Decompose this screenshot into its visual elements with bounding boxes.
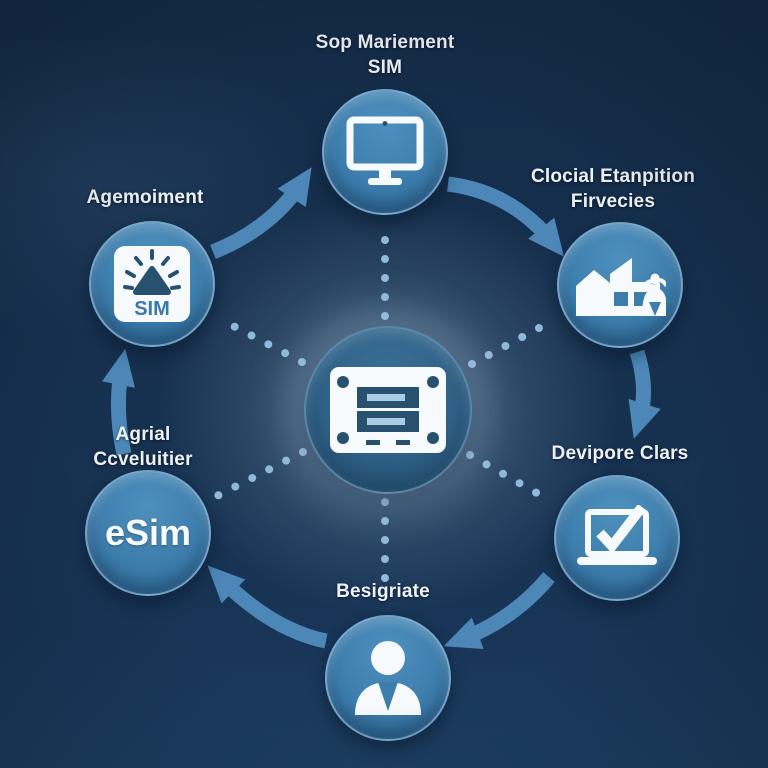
node-top	[322, 89, 448, 215]
server-card-icon	[330, 367, 446, 453]
hub-node	[304, 326, 472, 494]
label-bottom-line1: Besigriate	[336, 581, 430, 602]
node-bottom	[325, 615, 451, 741]
label-upper-right: Clocial Etanpition Firvecies	[531, 164, 695, 214]
label-lower-right: Devipore Clars	[552, 441, 689, 466]
label-top: Sop Mariement SIM	[316, 30, 455, 80]
label-upper-left: Agemoiment	[86, 185, 203, 210]
node-upper-right	[557, 222, 683, 348]
arrow-bottom-to-lowerleft	[207, 565, 328, 649]
dotted-spoke-upper-left	[216, 315, 306, 366]
label-bottom: Besigriate	[336, 579, 430, 604]
node-lower-right	[554, 475, 680, 601]
label-lower-left-line1: Agrial	[115, 424, 171, 445]
arrow-lowerright-to-bottom	[443, 572, 555, 650]
desktop-monitor-icon	[346, 116, 424, 185]
dotted-spoke-upper-right	[468, 317, 556, 368]
esim-label: eSim	[104, 512, 192, 553]
arrow-upperright-to-lowerright	[628, 349, 661, 439]
arrow-upperleft-to-top	[210, 167, 312, 259]
laptop-check-icon	[577, 505, 657, 565]
sim-badge-text: SIM	[134, 298, 170, 320]
node-upper-left: SIM	[89, 221, 215, 347]
dotted-spoke-lower-right	[466, 451, 553, 504]
label-upper-right-line2: Firvecies	[570, 191, 656, 212]
label-lower-left: Agrial Ccveluitier	[93, 422, 192, 472]
factory-icon	[576, 258, 666, 316]
dotted-spoke-lower-left	[211, 448, 307, 501]
person-icon	[355, 641, 421, 715]
label-upper-right-line1: Clocial Etanpition	[530, 166, 696, 187]
label-lower-right-line1: Devipore Clars	[551, 443, 689, 464]
label-upper-left-line1: Agemoiment	[86, 187, 204, 208]
label-top-line2: SIM	[367, 57, 403, 78]
sim-alert-icon: SIM	[114, 246, 190, 322]
label-lower-left-line2: Ccveluitier	[93, 449, 193, 470]
node-lower-left: eSim	[85, 470, 211, 596]
label-top-line1: Sop Mariement	[315, 32, 455, 53]
